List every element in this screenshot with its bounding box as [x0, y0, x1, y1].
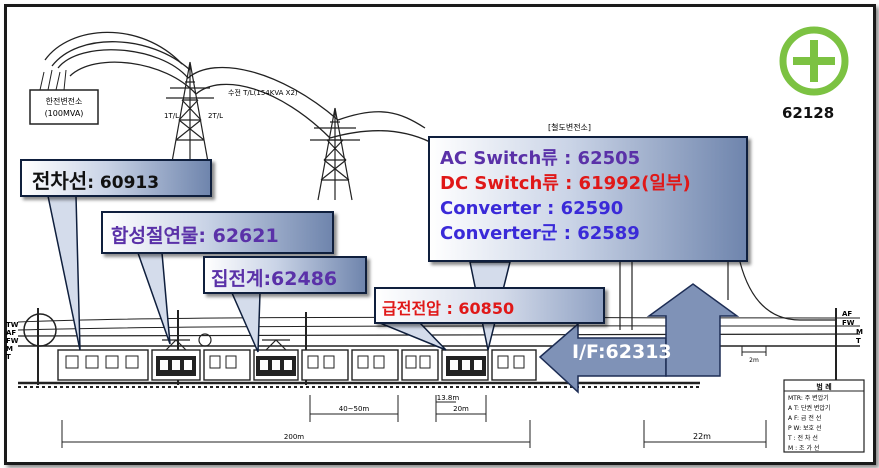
right-label-fw: FW	[842, 319, 855, 327]
right-label-m: M	[856, 328, 863, 336]
feeder-drops	[619, 261, 835, 330]
insulator-circle-small	[198, 333, 212, 347]
tower-label-main: 수전 T/L(154KVA X2)	[228, 88, 298, 97]
legend-box	[783, 379, 865, 453]
legend-row-af: A F: 급 전 선	[788, 414, 821, 422]
pantographs	[162, 339, 290, 351]
left-label-t: T	[6, 353, 11, 361]
frame	[4, 4, 876, 465]
interface-label: I/F:62313	[572, 341, 672, 363]
left-insulator-circle	[23, 313, 57, 347]
hanjeon-substation-box	[29, 89, 99, 125]
callout-hapseong-text: 합성절연물: 62621	[111, 225, 279, 247]
callout-hapseong: 합성절연물: 62621	[101, 211, 334, 254]
tower-label-2tl: 2T/L	[208, 112, 223, 120]
dim-40-50m: 40~50m	[339, 405, 370, 413]
if-up-arrow	[646, 283, 740, 377]
left-label-m: M	[6, 345, 13, 353]
converter-line: Converter : 62590	[440, 198, 624, 219]
car-windows	[65, 355, 525, 369]
dim-22m: 22m	[693, 432, 711, 441]
callout-switch-box: AC Switch류 : 62505 DC Switch류 : 61992(일부…	[428, 136, 748, 262]
tower-label-1tl: 1T/L	[164, 112, 179, 120]
railway-substation-label: [철도변전소]	[548, 122, 591, 132]
dim-13-8m: 13.8m	[437, 394, 460, 402]
substation-name-text: 한전변전소	[46, 96, 83, 106]
left-label-fw: FW	[6, 337, 19, 345]
substation-capacity-text: (100MVA)	[45, 109, 84, 118]
substation-bushings	[39, 69, 67, 91]
left-label-af: AF	[6, 329, 16, 337]
callout-jipjeon: 집전계:62486	[203, 256, 367, 294]
callout-jeonchaseon-label: 전차선	[32, 169, 88, 193]
right-label-af: AF	[842, 310, 852, 318]
tower-2	[310, 107, 360, 201]
ac-switch-line: AC Switch류 : 62505	[440, 148, 641, 169]
legend-row-at: A T: 단권 변압기	[788, 404, 830, 412]
converter-group-line: Converter군 : 62589	[440, 223, 640, 244]
plus-code: 62128	[782, 104, 835, 122]
callout-jeonchaseon-code: : 60913	[87, 173, 160, 193]
power-car-windows	[160, 360, 482, 370]
callout-jipjeon-text: 집전계:62486	[211, 268, 338, 290]
legend-row-t: T : 전 차 선	[787, 434, 818, 442]
legend-title: 범 례	[816, 382, 831, 391]
right-label-t: T	[856, 337, 861, 345]
tower-1	[166, 61, 214, 163]
dimension-lines	[61, 346, 767, 448]
legend-row-m: M : 조 가 선	[788, 444, 819, 452]
callout-geupjeon: 급전전압 : 60850	[374, 287, 605, 324]
callout-jeonchaseon: 전차선: 60913	[20, 159, 212, 197]
legend-row-mtr: MTR: 주 변압기	[788, 394, 829, 402]
left-label-tw: TW	[6, 321, 19, 329]
transmission-lines	[44, 31, 431, 143]
dim-200m: 200m	[284, 433, 304, 441]
callout-geupjeon-text: 급전전압 : 60850	[382, 299, 515, 318]
legend-row-pw: P W: 보호 선	[788, 424, 822, 432]
dim-20m: 20m	[453, 405, 469, 413]
plus-circle-icon	[779, 26, 849, 96]
dim-2m: 2m	[749, 357, 759, 364]
dc-switch-line: DC Switch류 : 61992(일부)	[440, 173, 691, 194]
